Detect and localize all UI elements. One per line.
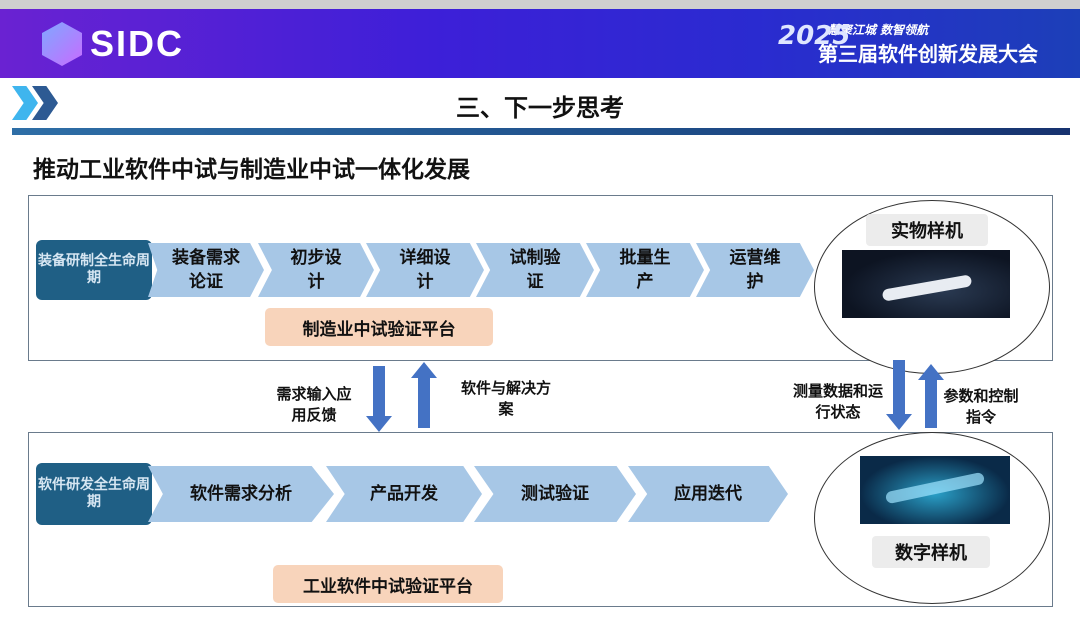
slide-subtitle: 推动工业软件中试与制造业中试一体化发展 xyxy=(33,157,470,183)
conference-name: 第三届软件创新发展大会 xyxy=(818,42,1038,66)
logo-text: SIDC xyxy=(90,23,185,64)
sidc-logo: SIDC xyxy=(42,22,184,66)
control-commands-label: 参数和控制指令 xyxy=(943,387,1019,426)
stage-arrow: 运营维护 xyxy=(696,243,814,297)
arrow-down-icon xyxy=(366,366,392,432)
stage-arrow: 产品开发 xyxy=(326,466,482,522)
stage-arrow: 初步设计 xyxy=(258,243,374,297)
chevron-icon xyxy=(12,86,58,120)
arrow-up-icon xyxy=(411,362,437,428)
software-platform-label: 工业软件中试验证平台 xyxy=(273,565,503,603)
software-solutions-label: 软件与解决方案 xyxy=(460,379,551,418)
measurement-data-label: 测量数据和运行状态 xyxy=(792,382,883,421)
logo-mark-icon xyxy=(42,22,82,66)
physical-prototype-label: 实物样机 xyxy=(866,214,988,246)
manufacturing-lifecycle-tag: 装备研制全生命周期 xyxy=(36,240,152,300)
conference-logo: 2025 慧聚江城 数智领航 第三届软件创新发展大会 xyxy=(778,21,1038,67)
arrow-up-icon xyxy=(918,364,944,428)
top-strip xyxy=(0,0,1080,9)
airplane-image xyxy=(842,250,1010,318)
stage-arrow: 装备需求论证 xyxy=(148,243,264,297)
header-banner: SIDC 2025 慧聚江城 数智领航 第三届软件创新发展大会 xyxy=(0,9,1080,78)
digital-prototype-label: 数字样机 xyxy=(872,536,990,568)
stage-arrow: 试制验证 xyxy=(476,243,594,297)
conference-slogan: 慧聚江城 数智领航 xyxy=(828,23,929,37)
conference-year: 2025 xyxy=(778,21,851,51)
stage-arrow: 应用迭代 xyxy=(628,466,788,522)
arrow-down-icon xyxy=(886,360,912,430)
digital-airplane-image xyxy=(860,456,1010,524)
requirement-feedback-label: 需求输入应用反馈 xyxy=(276,385,352,424)
divider xyxy=(12,128,1070,135)
section-title: 三、下一步思考 xyxy=(456,94,624,122)
stage-arrow: 测试验证 xyxy=(474,466,636,522)
stage-arrow: 详细设计 xyxy=(366,243,484,297)
manufacturing-platform-label: 制造业中试验证平台 xyxy=(265,308,493,346)
software-lifecycle-tag: 软件研发全生命周期 xyxy=(36,463,152,525)
stage-arrow: 批量生产 xyxy=(586,243,704,297)
stage-arrow: 软件需求分析 xyxy=(148,466,334,522)
